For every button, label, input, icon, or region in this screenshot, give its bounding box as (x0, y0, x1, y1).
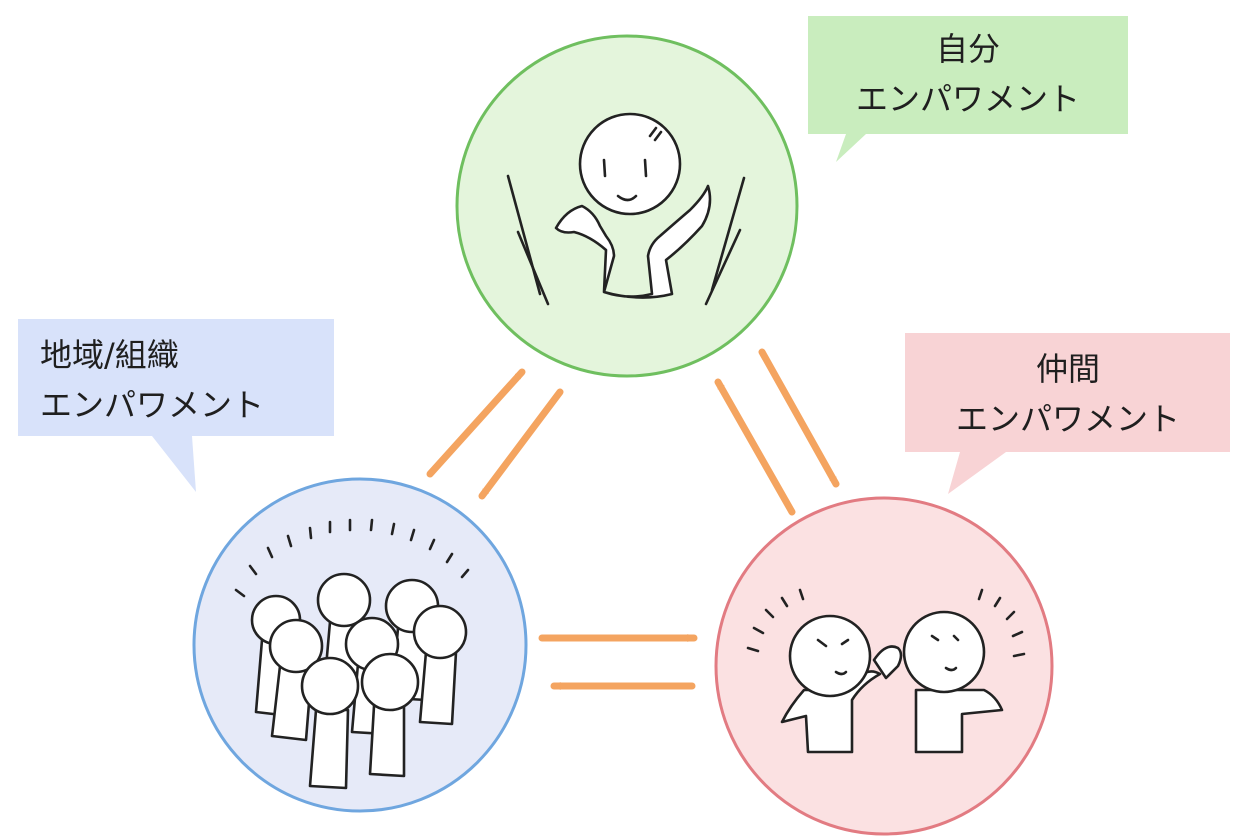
self-bubble-shape (808, 16, 1128, 162)
community-bubble-shape (18, 319, 334, 492)
crowd-person (300, 656, 360, 790)
crowd-person (412, 604, 468, 726)
community-label-line2: エンパワメント (40, 386, 264, 424)
peer-label-line1: 仲間 (1036, 350, 1100, 388)
excite-marks-right (977, 588, 1026, 658)
peer-label-line2: エンパワメント (956, 400, 1180, 438)
peer-bubble-shape (905, 333, 1230, 494)
arrow-self-to-peer (758, 348, 840, 488)
crowd-icon (234, 518, 470, 790)
self-bubble: 自分 エンパワメント (808, 16, 1128, 162)
high-five-people-icon (746, 588, 1026, 754)
arrow-peer-to-self (714, 378, 796, 516)
arrows (426, 348, 840, 690)
crowd-person (268, 618, 324, 742)
self-label-line2: エンパワメント (856, 80, 1080, 118)
arrow-community-to-self (426, 368, 526, 478)
self-label-line1: 自分 (936, 30, 1000, 68)
peer-bubble: 仲間 エンパワメント (905, 333, 1230, 494)
cheer-marks (234, 518, 470, 598)
community-bubble: 地域/組織 エンパワメント (18, 319, 334, 492)
excite-marks-left (746, 588, 805, 653)
community-label-line1: 地域/組織 (40, 336, 179, 374)
peer-person-left (780, 614, 882, 754)
peer-person-right (902, 610, 1004, 754)
crowd-person (360, 652, 420, 778)
high-five-hands (872, 645, 903, 680)
cheering-person-icon (506, 112, 746, 306)
arrow-self-to-community (478, 388, 564, 500)
